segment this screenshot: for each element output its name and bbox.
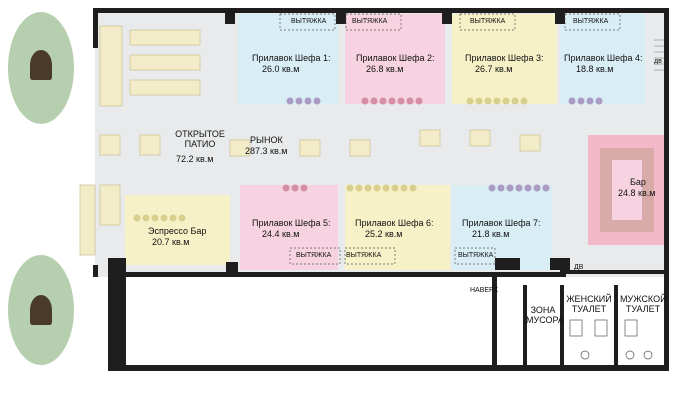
- patio-name: ОТКРЫТОЕ ПАТИО: [175, 129, 225, 149]
- wall-left-top: [93, 8, 98, 48]
- womens-wc-label: ЖЕНСКИЙ ТУАЛЕТ: [566, 294, 612, 314]
- wall-wc-1: [560, 285, 564, 365]
- wall-stair: [492, 277, 497, 371]
- chef7-name: Прилавок Шефа 7:: [462, 218, 541, 228]
- door-label-top: дв: [654, 58, 662, 65]
- chef7-counter: [452, 185, 552, 270]
- chef6-name: Прилавок Шефа 6:: [355, 218, 434, 228]
- chef3-name: Прилавок Шефа 3:: [465, 53, 544, 63]
- door-label-bottom: ДВ: [574, 264, 584, 271]
- tree-bottom-trunk: [30, 295, 52, 325]
- chef3-counter: [452, 14, 557, 104]
- chef2-area: 26.8 кв.м: [366, 64, 404, 74]
- wall-col-mid-4: [550, 258, 570, 270]
- chef3-exhaust-label: ВЫТЯЖКА: [470, 18, 506, 25]
- bar-area: 24.8 кв.м: [618, 188, 656, 198]
- espresso-name: Эспрессо Бар: [148, 226, 207, 236]
- chef1-exhaust-label: ВЫТЯЖКА: [291, 18, 327, 25]
- chef6-counter: [345, 185, 450, 270]
- chef5-area: 24.4 кв.м: [262, 229, 300, 239]
- wall-top: [95, 8, 668, 13]
- espresso-bar: [125, 195, 230, 265]
- chef4-area: 18.8 кв.м: [576, 64, 614, 74]
- tree-top-trunk: [30, 50, 52, 80]
- wall-col-top-1: [225, 8, 235, 24]
- chef6-area: 25.2 кв.м: [365, 229, 403, 239]
- chef6-exhaust-label: ВЫТЯЖКА: [346, 252, 382, 259]
- espresso-area: 20.7 кв.м: [152, 237, 190, 247]
- chef3-area: 26.7 кв.м: [475, 64, 513, 74]
- chef4-exhaust-label: ВЫТЯЖКА: [573, 18, 609, 25]
- wall-col-top-2: [336, 8, 346, 24]
- market-name: РЫНОК: [250, 135, 283, 145]
- chef1-area: 26.0 кв.м: [262, 64, 300, 74]
- chef4-counter: [560, 14, 645, 104]
- wall-col-mid-1: [108, 258, 126, 278]
- bar-name: Бар: [630, 177, 646, 187]
- wall-col-top-3: [442, 8, 452, 24]
- chef5-name: Прилавок Шефа 5:: [252, 218, 331, 228]
- chef5-counter: [240, 185, 338, 270]
- wall-wc-top: [560, 270, 668, 274]
- wall-left-bottom: [93, 265, 98, 277]
- wall-bottom-left: [108, 260, 126, 370]
- garbage-label: ЗОНА МУСОРА: [526, 305, 564, 325]
- chef5-exhaust-label: ВЫТЯЖКА: [296, 252, 332, 259]
- chef1-name: Прилавок Шефа 1:: [252, 53, 331, 63]
- up-label: НАВЕРХ: [470, 287, 499, 294]
- bar-center: [612, 160, 642, 220]
- chef2-counter: [345, 14, 445, 104]
- mens-wc-label: МУЖСКОЙ ТУАЛЕТ: [620, 294, 667, 314]
- market-area: 287.3 кв.м: [245, 146, 288, 156]
- wall-col-top-4: [555, 8, 565, 24]
- wall-wc-2: [614, 285, 618, 365]
- wall-col-mid-3: [495, 258, 520, 270]
- chef4-name: Прилавок Шефа 4:: [564, 53, 643, 63]
- chef7-area: 21.8 кв.м: [472, 229, 510, 239]
- wall-lower-divider: [126, 272, 566, 277]
- chef7-exhaust-label: ВЫТЯЖКА: [458, 252, 494, 259]
- wall-garbage: [523, 285, 527, 365]
- chef2-name: Прилавок Шефа 2:: [356, 53, 435, 63]
- wall-bottom: [108, 365, 668, 371]
- wall-right: [664, 8, 669, 371]
- chef2-exhaust-label: ВЫТЯЖКА: [352, 18, 388, 25]
- chef1-counter: [238, 14, 338, 104]
- patio-area: 72.2 кв.м: [176, 154, 214, 164]
